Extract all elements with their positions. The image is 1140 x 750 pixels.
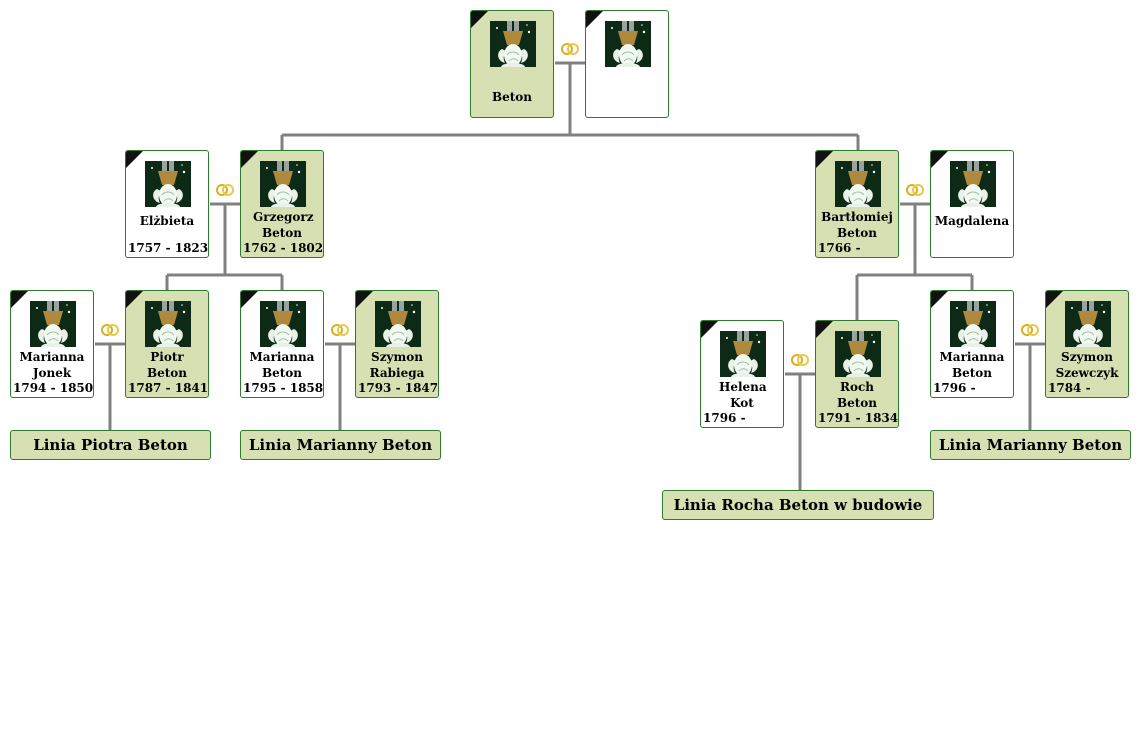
- person-name: Bartłomiej Beton: [821, 210, 893, 240]
- person-card-bartlomiej[interactable]: Bartłomiej Beton 1766 -: [815, 150, 899, 258]
- person-name: Marianna Beton: [939, 350, 1005, 380]
- person-dates: 1793 - 1847: [358, 381, 439, 395]
- mourning-ribbon-icon: [241, 291, 258, 308]
- person-name: Marianna Beton: [249, 350, 315, 380]
- person-card-magdalena[interactable]: Magdalena: [930, 150, 1014, 258]
- person-card-marianna-beton-2[interactable]: Marianna Beton 1796 -: [930, 290, 1014, 398]
- person-name: Magdalena: [934, 214, 1010, 228]
- mourning-ribbon-icon: [701, 321, 718, 338]
- mourning-ribbon-icon: [471, 11, 488, 28]
- wedding-rings-icon: [559, 42, 581, 56]
- lineage-button-roch[interactable]: Linia Rocha Beton w budowie: [662, 490, 934, 520]
- person-placeholder-photo-icon: [835, 331, 881, 377]
- person-card-root-husband[interactable]: Beton: [470, 10, 554, 118]
- person-name: Roch Beton: [836, 380, 878, 410]
- mourning-ribbon-icon: [816, 151, 833, 168]
- wedding-rings-icon: [214, 183, 236, 197]
- mourning-ribbon-icon: [816, 321, 833, 338]
- person-card-roch[interactable]: Roch Beton 1791 - 1834: [815, 320, 899, 428]
- person-name: Piotr Beton: [146, 350, 188, 380]
- person-placeholder-photo-icon: [145, 301, 191, 347]
- person-card-grzegorz[interactable]: Grzegorz Beton 1762 - 1802: [240, 150, 324, 258]
- person-placeholder-photo-icon: [835, 161, 881, 207]
- person-name: Beton: [491, 90, 533, 104]
- person-name: Helena Kot: [719, 380, 767, 410]
- person-dates: 1757 - 1823: [128, 241, 209, 255]
- person-card-szymon-szewczyk[interactable]: Szymon Szewczyk 1784 -: [1045, 290, 1129, 398]
- person-card-elzbieta[interactable]: Elżbieta 1757 - 1823: [125, 150, 209, 258]
- wedding-rings-icon: [329, 323, 351, 337]
- wedding-rings-icon: [904, 183, 926, 197]
- wedding-rings-icon: [99, 323, 121, 337]
- mourning-ribbon-icon: [11, 291, 28, 308]
- person-placeholder-photo-icon: [950, 301, 996, 347]
- mourning-ribbon-icon: [241, 151, 258, 168]
- person-placeholder-photo-icon: [490, 21, 536, 67]
- mourning-ribbon-icon: [126, 151, 143, 168]
- person-placeholder-photo-icon: [260, 161, 306, 207]
- mourning-ribbon-icon: [356, 291, 373, 308]
- person-name: Marianna Jonek: [19, 350, 85, 380]
- person-placeholder-photo-icon: [145, 161, 191, 207]
- person-card-piotr[interactable]: Piotr Beton 1787 - 1841: [125, 290, 209, 398]
- person-placeholder-photo-icon: [720, 331, 766, 377]
- person-dates: 1795 - 1858: [243, 381, 324, 395]
- person-dates: 1787 - 1841: [128, 381, 209, 395]
- mourning-ribbon-icon: [126, 291, 143, 308]
- person-name: Elżbieta: [139, 214, 195, 228]
- person-dates: 1766 -: [818, 241, 861, 255]
- lineage-button-marianna-2[interactable]: Linia Marianny Beton: [930, 430, 1131, 460]
- person-card-marianna-jonek[interactable]: Marianna Jonek 1794 - 1850: [10, 290, 94, 398]
- lineage-button-marianna-1[interactable]: Linia Marianny Beton: [240, 430, 441, 460]
- person-name: Szymon Szewczyk: [1055, 350, 1119, 380]
- person-placeholder-photo-icon: [605, 21, 651, 67]
- person-placeholder-photo-icon: [1065, 301, 1111, 347]
- person-placeholder-photo-icon: [260, 301, 306, 347]
- person-dates: 1791 - 1834: [818, 411, 899, 425]
- wedding-rings-icon: [789, 353, 811, 367]
- mourning-ribbon-icon: [1046, 291, 1063, 308]
- wedding-rings-icon: [1019, 323, 1041, 337]
- person-card-marianna-beton-1[interactable]: Marianna Beton 1795 - 1858: [240, 290, 324, 398]
- mourning-ribbon-icon: [931, 151, 948, 168]
- person-name: Szymon Rabiega: [369, 350, 425, 380]
- mourning-ribbon-icon: [931, 291, 948, 308]
- mourning-ribbon-icon: [586, 11, 603, 28]
- person-card-szymon-rabiega[interactable]: Szymon Rabiega 1793 - 1847: [355, 290, 439, 398]
- person-card-helena[interactable]: Helena Kot 1796 -: [700, 320, 784, 428]
- person-dates: 1784 -: [1048, 381, 1091, 395]
- lineage-button-piotr[interactable]: Linia Piotra Beton: [10, 430, 211, 460]
- person-dates: 1796 -: [933, 381, 976, 395]
- person-card-root-wife[interactable]: [585, 10, 669, 118]
- person-placeholder-photo-icon: [950, 161, 996, 207]
- person-dates: 1762 - 1802: [243, 241, 324, 255]
- person-placeholder-photo-icon: [375, 301, 421, 347]
- person-dates: 1794 - 1850: [13, 381, 94, 395]
- person-placeholder-photo-icon: [30, 301, 76, 347]
- person-dates: 1796 -: [703, 411, 746, 425]
- person-name: Grzegorz Beton: [253, 210, 314, 240]
